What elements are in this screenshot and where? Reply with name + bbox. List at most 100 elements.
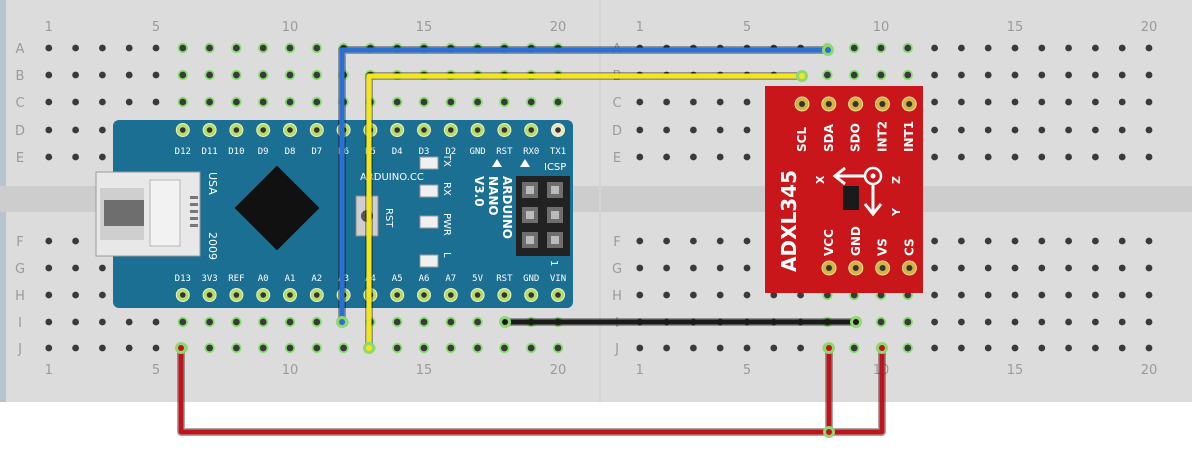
breadboard-hole <box>99 318 106 326</box>
breadboard-hole <box>877 318 885 326</box>
row-label-i: I <box>18 316 22 331</box>
yellow-wire-end-dot <box>366 345 372 351</box>
breadboard-hole <box>1038 291 1046 299</box>
breadboard-hole <box>636 126 644 134</box>
breadboard-hole <box>72 153 79 161</box>
breadboard-hole <box>984 318 992 326</box>
arduino-top-pin-label: RX0 <box>523 147 539 157</box>
breadboard-hole <box>1145 153 1153 161</box>
breadboard-hole <box>1118 153 1126 161</box>
breadboard-hole <box>716 344 724 352</box>
arduino-bottom-pin-label: D13 <box>175 274 191 284</box>
column-number: 5 <box>743 20 751 35</box>
breadboard-hole <box>45 291 53 299</box>
row-label-a: A <box>16 42 25 57</box>
breadboard-hole <box>72 71 79 79</box>
breadboard-hole <box>636 153 644 161</box>
arduino-pin-hole <box>528 292 534 298</box>
breadboard-hole <box>716 264 724 272</box>
arduino-top-pin-label: D12 <box>175 147 191 157</box>
breadboard-hole <box>958 237 965 245</box>
breadboard-hole <box>45 126 53 134</box>
y-axis-label: Y <box>890 207 903 217</box>
blue-wire-end-dot <box>339 319 345 325</box>
arduino-pin-hole <box>474 127 481 133</box>
breadboard-hole <box>1118 318 1126 326</box>
breadboard-hole <box>99 98 106 106</box>
breadboard-hole <box>1065 98 1072 106</box>
arduino-pin-hole <box>555 127 561 133</box>
breadboard-hole <box>824 71 831 79</box>
breadboard-hole <box>636 291 644 299</box>
breadboard-hole <box>152 98 160 106</box>
breadboard-hole <box>474 344 481 352</box>
breadboard-hole <box>690 98 697 106</box>
breadboard-hole <box>931 126 938 134</box>
breadboard-hole <box>233 344 240 352</box>
breadboard-hole <box>1118 344 1126 352</box>
breadboard-hole <box>1118 98 1126 106</box>
breadboard-hole <box>99 291 106 299</box>
arduino-top-pin-label: D3 <box>419 147 430 157</box>
breadboard-hole <box>554 98 562 106</box>
breadboard-hole <box>1092 126 1099 134</box>
x-axis-label: X <box>814 175 827 184</box>
breadboard-hole <box>1145 126 1153 134</box>
breadboard-hole <box>393 98 401 106</box>
breadboard-hole <box>931 291 938 299</box>
breadboard-hole <box>663 264 670 272</box>
column-number: 15 <box>416 363 433 378</box>
breadboard-hole <box>958 318 965 326</box>
breadboard-hole <box>636 237 644 245</box>
breadboard-hole <box>152 44 160 52</box>
arduino-bottom-pin-label: A1 <box>285 274 296 284</box>
usb-pin <box>190 217 198 220</box>
breadboard-hole <box>420 344 428 352</box>
breadboard-hole <box>554 344 562 352</box>
adxl-top-pin-label: INT2 <box>875 121 889 152</box>
breadboard-hole <box>501 98 508 106</box>
adxl-bottom-pin-label: CS <box>902 238 916 256</box>
arduino-pin-hole <box>180 292 186 298</box>
breadboard-hole <box>904 71 912 79</box>
breadboard-hole <box>527 98 535 106</box>
yellow-wire-end-dot <box>799 73 805 79</box>
breadboard-hole <box>1145 318 1153 326</box>
adxl-pin-hole <box>799 101 805 107</box>
breadboard-hole <box>233 98 240 106</box>
breadboard-hole <box>958 344 965 352</box>
arduino-board-name: V3.0 <box>472 176 486 207</box>
led-tx <box>419 156 439 170</box>
breadboard-hole <box>259 71 267 79</box>
arduino-top-pin-label: D11 <box>201 147 217 157</box>
red-wire <box>178 345 885 435</box>
breadboard-hole <box>259 44 267 52</box>
arduino-bottom-pin-label: A2 <box>311 274 322 284</box>
breadboard-hole <box>527 344 535 352</box>
column-number: 20 <box>550 363 567 378</box>
breadboard-hole <box>1145 291 1153 299</box>
row-label-right-c: C <box>612 96 621 111</box>
adxl-pin-hole <box>852 101 859 107</box>
black-wire-end-dot <box>853 319 859 325</box>
breadboard-hole <box>1038 126 1046 134</box>
breadboard-hole <box>663 344 670 352</box>
breadboard-hole <box>1038 318 1046 326</box>
breadboard-hole <box>259 98 267 106</box>
breadboard-hole <box>259 318 267 326</box>
column-number: 20 <box>1141 20 1158 35</box>
breadboard-hole <box>690 237 697 245</box>
breadboard-hole <box>72 318 79 326</box>
breadboard-hole <box>393 318 401 326</box>
breadboard-hole <box>958 291 965 299</box>
breadboard-hole <box>958 153 965 161</box>
breadboard-hole <box>690 126 697 134</box>
arduino-pin-hole <box>474 292 481 298</box>
breadboard-hole <box>1145 344 1153 352</box>
red-wire-end-dot <box>178 345 184 351</box>
breadboard-hole <box>663 237 670 245</box>
breadboard-hole <box>72 98 79 106</box>
breadboard-hole <box>663 153 670 161</box>
